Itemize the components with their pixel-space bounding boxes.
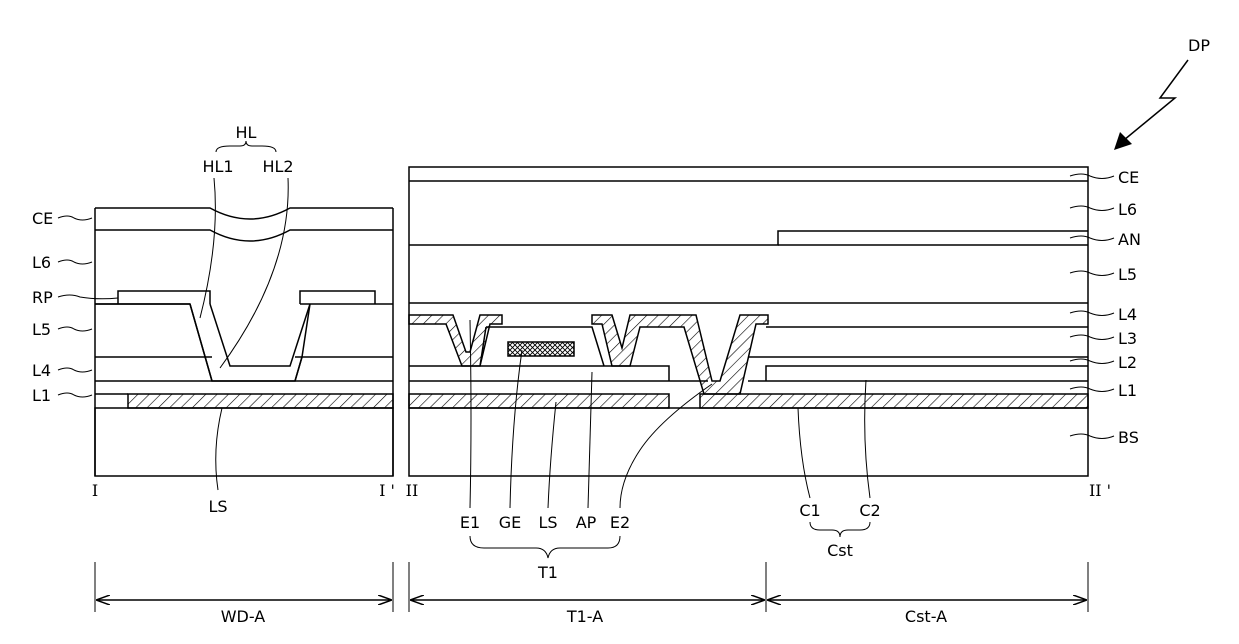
- left-ls-bar: [128, 394, 393, 408]
- region-cst-a: Cst-A: [905, 607, 947, 626]
- cst-part-c2: C2: [859, 501, 880, 520]
- t1-part-ap: AP: [576, 513, 597, 532]
- t1-part-ge: GE: [499, 513, 522, 532]
- right-label-l4: L4: [1118, 305, 1137, 324]
- cst-label: Cst: [827, 541, 853, 560]
- t1-label: T1: [537, 563, 558, 582]
- right-label-l5: L5: [1118, 265, 1137, 284]
- region-t1-a: T1-A: [566, 607, 603, 626]
- left-ls-label: LS: [208, 497, 227, 516]
- right-label-l1: L1: [1118, 381, 1137, 400]
- section-ii-start: II: [406, 481, 419, 500]
- hl-brace: [216, 141, 276, 152]
- left-label-l5: L5: [32, 320, 51, 339]
- section-i-start: I: [92, 481, 98, 500]
- right-label-l6: L6: [1118, 200, 1137, 219]
- hl1-leader: [200, 178, 215, 318]
- left-label-rp: RP: [32, 288, 53, 307]
- left-rp-left: [118, 291, 210, 304]
- t1-part-ls: LS: [538, 513, 557, 532]
- right-c1-bar: [700, 394, 1088, 408]
- hl2-leader: [220, 178, 288, 368]
- left-substrate: [95, 408, 393, 476]
- dp-label: DP: [1188, 36, 1210, 55]
- hl-label: HL: [236, 123, 257, 142]
- region-wd-a: WD-A: [221, 607, 266, 626]
- cst-part-c1: C1: [799, 501, 820, 520]
- cst-brace: [810, 522, 870, 537]
- right-label-bs: BS: [1118, 428, 1139, 447]
- dp-arrow-line: [1124, 60, 1188, 140]
- right-label-l3: L3: [1118, 329, 1137, 348]
- left-label-l1: L1: [32, 386, 51, 405]
- t1-brace: [470, 536, 620, 558]
- region-dimensions: WD-A T1-A Cst-A: [95, 562, 1088, 626]
- left-label-l6: L6: [32, 253, 51, 272]
- left-ce-bottom: [95, 230, 393, 241]
- hl1-label: HL1: [202, 157, 233, 176]
- gate-electrode: [508, 342, 574, 356]
- section-ii-end: II ': [1089, 481, 1111, 500]
- section-i-end: I ': [379, 481, 395, 500]
- left-panel: HL HL1 HL2 CE L6 RP L5 L4 L1 LS I I ': [32, 123, 395, 516]
- right-label-an: AN: [1118, 230, 1141, 249]
- right-label-ce: CE: [1118, 168, 1139, 187]
- left-label-l4: L4: [32, 361, 51, 380]
- t1-part-e1: E1: [460, 513, 480, 532]
- hl2-label: HL2: [262, 157, 293, 176]
- right-panel: CE L6 AN L5 L4 L3 L2 L1 BS DP E1 GE LS A…: [406, 36, 1211, 582]
- left-label-ce: CE: [32, 209, 53, 228]
- t1-part-e2: E2: [610, 513, 630, 532]
- right-label-l2: L2: [1118, 353, 1137, 372]
- right-ls-bar: [409, 394, 669, 408]
- left-rp-right: [300, 291, 375, 304]
- left-ce-top: [95, 208, 393, 219]
